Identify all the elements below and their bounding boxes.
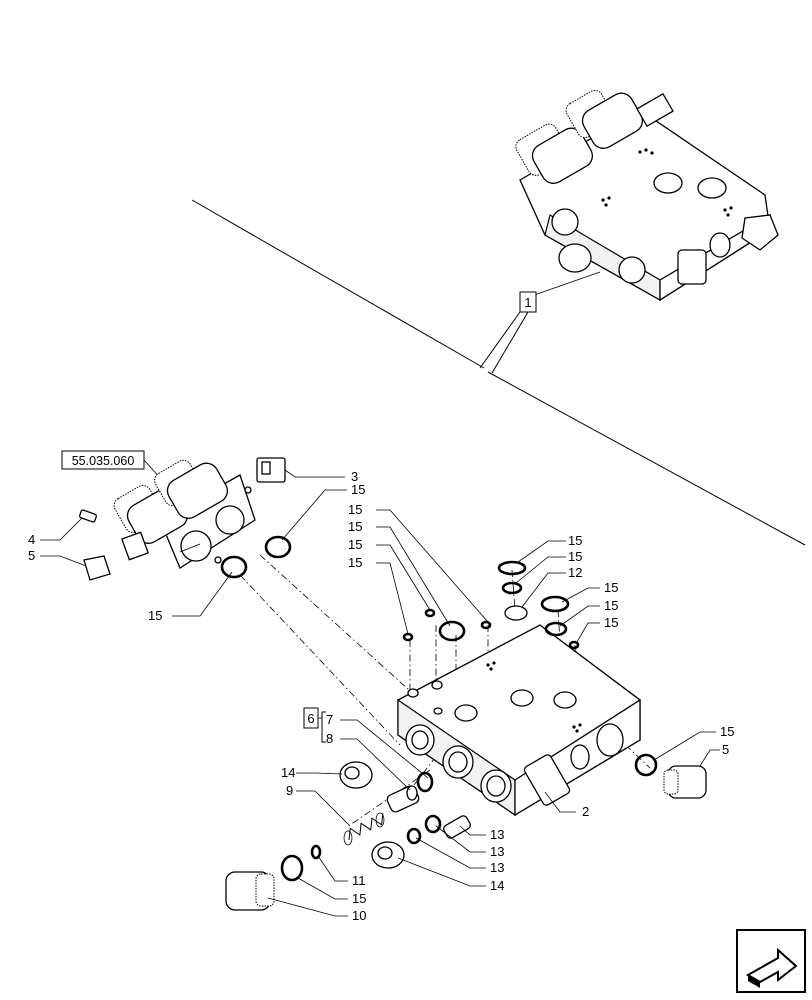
o-ring [416,771,434,793]
assembly-callout-box [519,291,537,313]
next-page-arrow-icon[interactable] [736,929,806,993]
callout-5: 5 [722,742,729,757]
solenoid-subassembly [113,459,256,569]
callout-11: 11 [352,873,366,888]
callout-12: 12 [568,565,582,580]
callout-3: 3 [351,469,358,484]
leader-line [491,311,529,374]
separator-line [191,199,485,369]
kit-bracket [321,711,326,743]
valve-assembly-complete [515,89,779,302]
o-ring [264,535,292,559]
o-ring [424,814,442,834]
washer [310,844,322,860]
callout-15: 15 [352,891,366,906]
o-ring [634,753,658,777]
kit-callout-label: 6 [307,711,314,726]
spring-cup-lower [371,841,405,869]
callout-14: 14 [281,765,295,780]
callout-14: 14 [490,878,504,893]
callout-9: 9 [286,783,293,798]
check-valve-spool [386,785,420,813]
assembly-callout-label: 1 [524,295,531,310]
o-ring [497,560,527,576]
o-ring [402,632,414,642]
callout-15: 15 [348,555,362,570]
protective-cap [83,555,111,581]
o-ring [501,581,523,595]
electrical-connector [256,457,286,483]
callout-15: 15 [348,537,362,552]
plug-left [225,871,275,911]
compression-spring [343,812,385,846]
callout-15: 15 [568,533,582,548]
o-ring [568,640,580,650]
callout-13: 13 [490,827,504,842]
screw [79,509,97,523]
o-ring [424,608,436,618]
leader-line [479,311,521,369]
o-ring [540,595,570,613]
callout-15: 15 [348,519,362,534]
reference-label: 55.035.060 [72,454,135,468]
o-ring [220,555,248,579]
o-ring [438,620,466,642]
plug [504,605,528,621]
callout-15: 15 [604,580,618,595]
callout-15: 15 [348,502,362,517]
valve-body [397,624,641,817]
callout-15: 15 [351,482,365,497]
o-ring [280,854,304,882]
callout-7: 7 [326,712,333,727]
connector-pin [261,461,271,475]
poppet [443,815,471,839]
o-ring [544,621,568,637]
callout-15: 15 [604,615,618,630]
callout-13: 13 [490,860,504,875]
callout-2: 2 [582,804,589,819]
callout-10: 10 [352,908,366,923]
callout-13: 13 [490,844,504,859]
callout-8: 8 [326,731,333,746]
spring-cup [339,761,373,789]
plug-right [663,765,707,799]
callout-5: 5 [28,548,35,563]
o-ring [480,620,492,630]
callout-4: 4 [28,532,35,547]
callout-15: 15 [148,608,162,623]
o-ring [406,827,422,845]
callout-15: 15 [568,549,582,564]
callout-15: 15 [604,598,618,613]
separator-line [487,371,806,546]
callout-15: 15 [720,724,734,739]
